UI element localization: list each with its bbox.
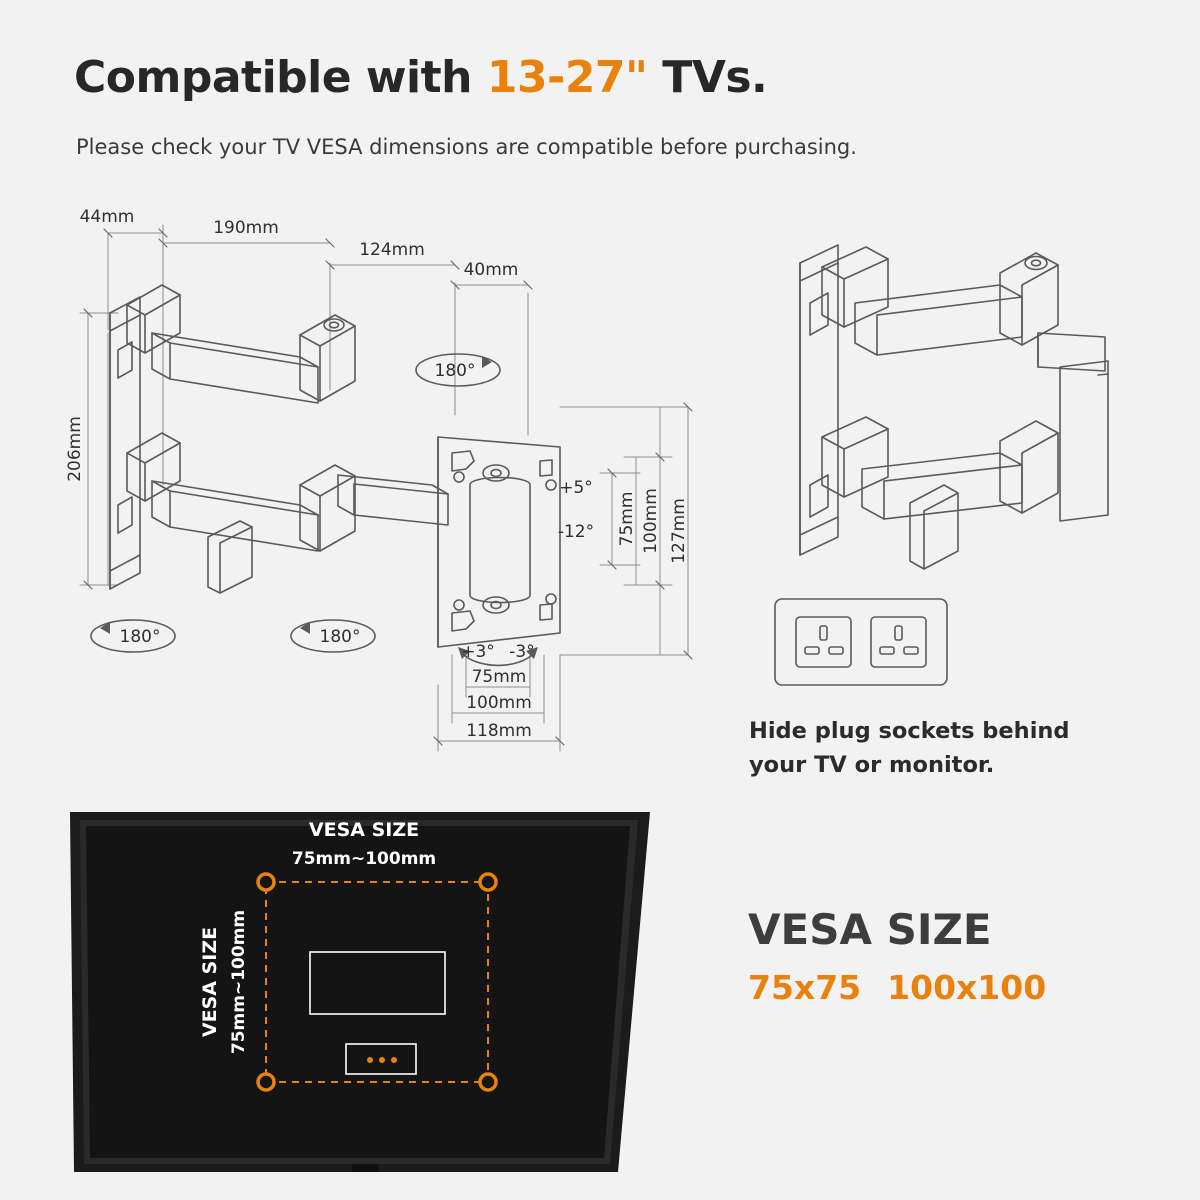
page-title: Compatible with 13-27" TVs. (74, 52, 768, 103)
dim-label-40mm: 40mm (464, 260, 519, 280)
plug-socket-caption: Hide plug sockets behind your TV or moni… (749, 715, 1129, 783)
roll-label-minus: -3° (509, 642, 534, 662)
dim-label-206mm: 206mm (65, 416, 85, 482)
tv-vesa-illustration: VESA SIZE 75mm~100mm VESA SIZE 75mm~100m… (70, 812, 650, 1172)
dim-label-190mm: 190mm (213, 218, 279, 238)
vesa-callout-sizes: 75x75 100x100 (748, 968, 1168, 1007)
vesa-panel-side-label: VESA SIZE (199, 927, 221, 1037)
dim-label-127mm: 127mm (669, 498, 689, 564)
dim-label-75mm-bottom: 75mm (472, 667, 527, 687)
page-subtitle: Please check your TV VESA dimensions are… (76, 135, 857, 159)
page-title-accent: 13-27" (486, 52, 648, 103)
vesa-panel-top-value: 75mm~100mm (292, 849, 436, 869)
page-title-suffix: TVs. (647, 52, 768, 103)
tilt-label-up: +5° (559, 478, 593, 498)
dim-label-44mm: 44mm (80, 207, 135, 227)
rotation-label-mid: 180° (320, 627, 361, 647)
vesa-panel-side-value: 75mm~100mm (229, 910, 249, 1054)
rotation-label-top: 180° (435, 361, 476, 381)
page-title-prefix: Compatible with (74, 52, 487, 103)
plug-caption-line2: your TV or monitor. (749, 751, 995, 778)
rotation-label-left: 180° (120, 627, 161, 647)
plug-caption-line1: Hide plug sockets behind (749, 718, 1070, 744)
dim-label-75mm-right: 75mm (617, 492, 637, 547)
vesa-panel-top-label: VESA SIZE (309, 819, 419, 841)
dim-label-100mm-right: 100mm (641, 488, 661, 554)
roll-label-plus: +3° (461, 642, 495, 662)
vesa-callout-title: VESA SIZE (748, 905, 992, 954)
tilt-label-down: -12° (558, 522, 594, 542)
vesa-size-callout: VESA SIZE 75x75 100x100 (748, 905, 1168, 1007)
dim-label-124mm: 124mm (359, 240, 425, 260)
vesa-size-75: 75x75 (748, 968, 862, 1007)
vesa-size-100: 100x100 (887, 968, 1047, 1007)
technical-drawing: 44mm 190mm 124mm 40mm 206mm 127mm 100mm … (0, 185, 1200, 805)
dim-label-100mm-bottom: 100mm (466, 693, 532, 713)
dim-label-118mm: 118mm (466, 721, 532, 741)
